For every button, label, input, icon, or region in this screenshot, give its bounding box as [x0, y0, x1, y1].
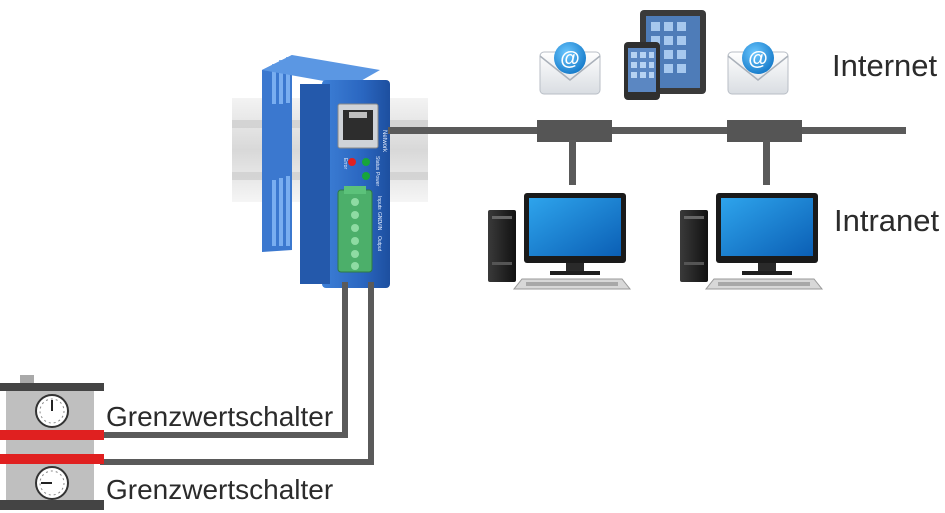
phone-tablet-icon: [624, 10, 706, 100]
status-led: [362, 158, 370, 166]
terminal-label-inputs: Inputs: [376, 196, 382, 210]
internet-label: Internet: [832, 48, 938, 83]
limit-switch-label-1: Grenzwertschalter: [106, 401, 334, 432]
network-junction-2: [727, 120, 802, 142]
terminal-label-gnd: GND: [376, 212, 382, 224]
ethernet-io-device: Network Error Status Power Output VIN GN…: [262, 55, 390, 288]
device-ribs: [272, 57, 290, 246]
sensor-cable: [100, 282, 374, 465]
error-led-label: Error: [342, 158, 348, 169]
email-at-symbol: @: [748, 48, 768, 70]
limit-switch-label-2: Grenzwertschalter: [106, 474, 334, 505]
power-led: [362, 172, 370, 180]
pressure-gauge-icon: [35, 466, 69, 500]
terminal-label-vin: VIN: [376, 222, 382, 231]
network-junction-1: [537, 120, 612, 142]
power-led-label: Power: [374, 172, 380, 187]
email-envelope-icon: @: [539, 42, 601, 95]
limit-switch-assembly: [0, 375, 104, 510]
desktop-computer-icon: [680, 193, 824, 290]
intranet-label: Intranet: [834, 203, 940, 238]
email-at-symbol: @: [560, 48, 580, 70]
status-led-label: Status: [374, 156, 380, 171]
error-led: [348, 158, 356, 166]
network-cable: [388, 120, 906, 185]
pressure-gauge-icon: [35, 394, 69, 428]
terminal-block: [337, 186, 373, 273]
network-port-label: Network: [381, 130, 387, 153]
terminal-label-output: Output: [376, 236, 382, 252]
network-port: [337, 103, 379, 149]
email-envelope-icon: @: [727, 42, 789, 95]
desktop-computer-icon: [488, 193, 632, 290]
